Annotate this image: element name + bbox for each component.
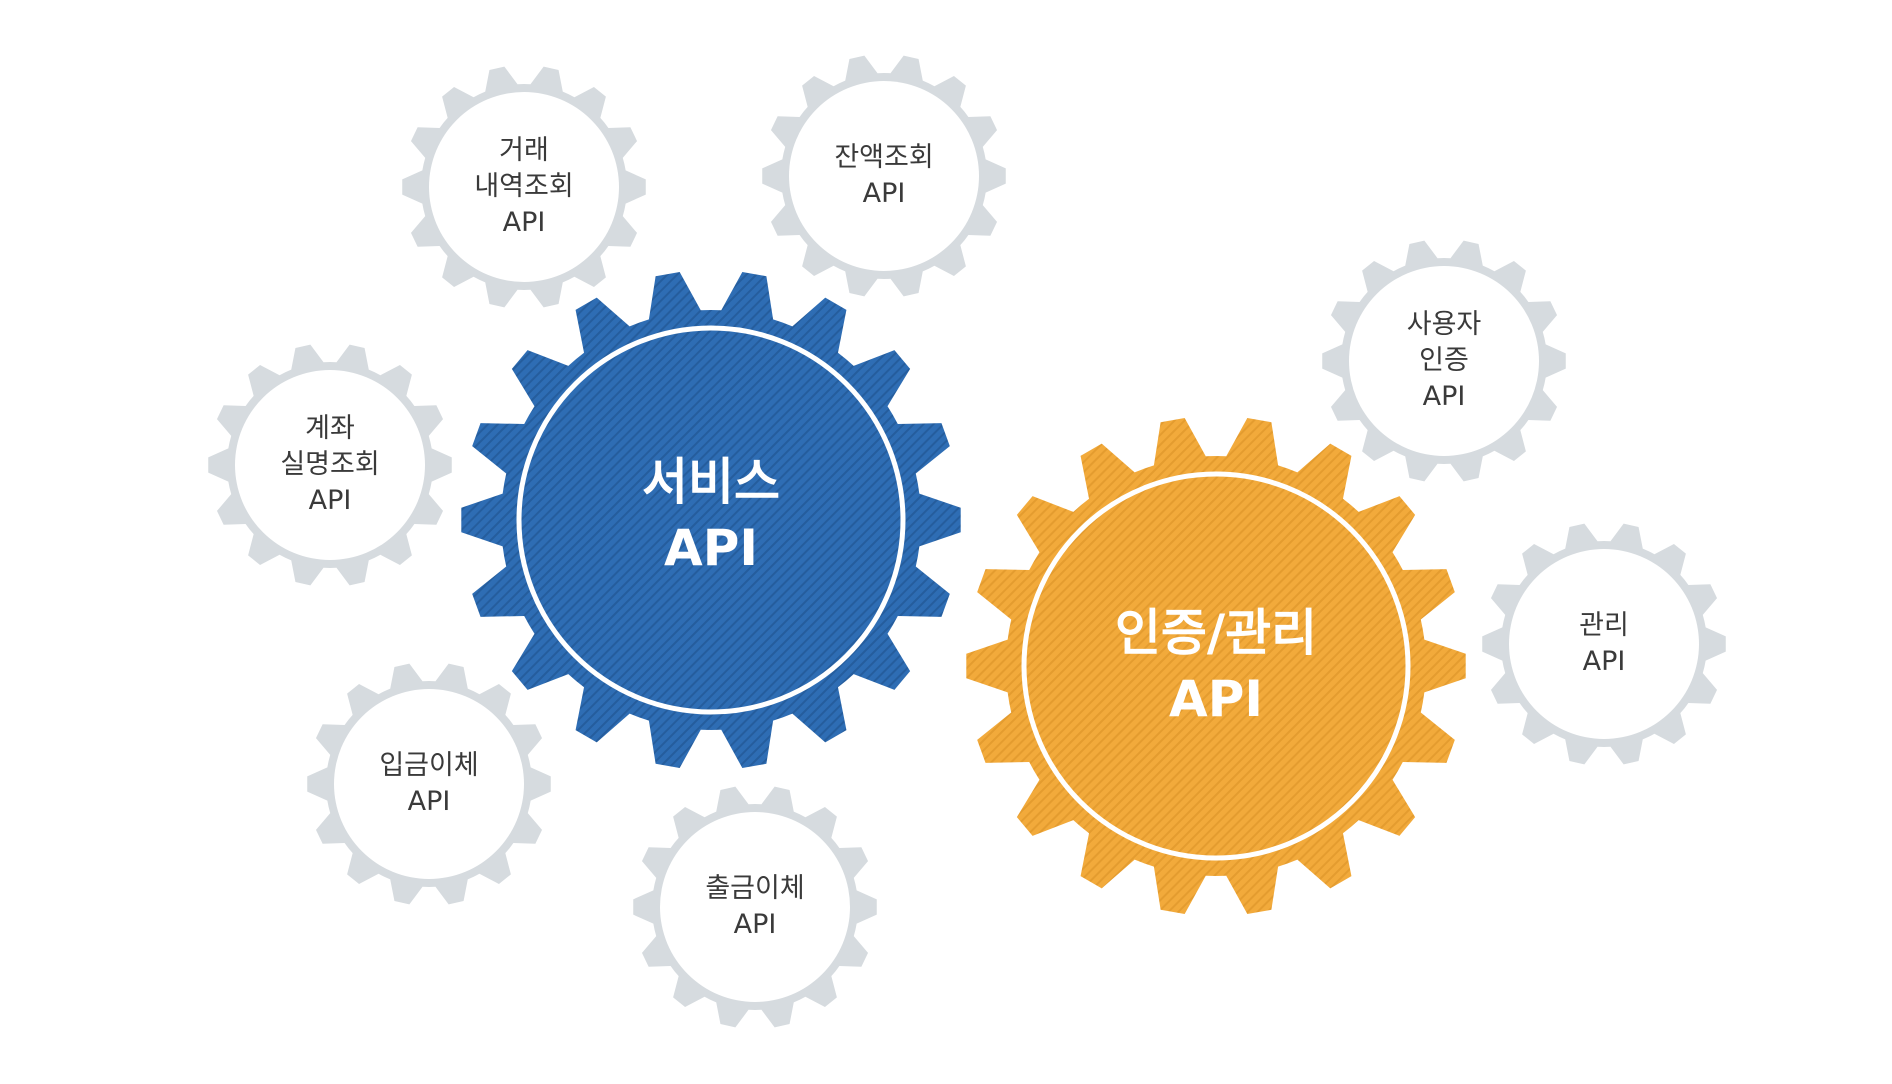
gear-management-shape (1482, 523, 1726, 765)
gear-label-line: 사용자 (1406, 309, 1482, 340)
gear-label-line: API (1169, 670, 1263, 728)
gear-transaction-history-shape (402, 66, 646, 308)
gear-label-line: API (733, 909, 777, 940)
gear-label-line: 인증 (1419, 345, 1469, 376)
gear-label-line: 출금이체 (705, 873, 805, 904)
gear-deposit-transfer-api: 입금이체 API (379, 748, 478, 820)
gear-service-api: 서비스 API (642, 449, 780, 581)
gear-label-line: 입금이체 (379, 750, 479, 781)
gear-account-name-inquiry-api: 계좌 실명조회 API (280, 411, 379, 519)
gear-label-line: API (664, 519, 758, 577)
gear-user-auth-api: 사용자 인증 API (1407, 307, 1482, 415)
gear-label-line: API (862, 178, 906, 209)
gear-label-line: 거래 (499, 135, 549, 166)
gear-auth-management-api-shape-teeth (966, 417, 1466, 915)
gear-transaction-history-api: 거래 내역조회 API (474, 133, 573, 241)
gear-service-api-shape-ring (516, 325, 906, 715)
gear-service-api-shape-teeth (461, 271, 961, 769)
gear-withdrawal-transfer-shape-face (660, 812, 850, 1002)
gear-balance-inquiry-shape (762, 55, 1006, 297)
gear-account-name-inquiry-shape (208, 344, 452, 586)
gear-label-line: 인증/관리 (1114, 604, 1318, 662)
gear-label-line: 내역조회 (474, 171, 574, 202)
gear-label-line: API (308, 485, 352, 516)
gear-balance-inquiry-api: 잔액조회 API (834, 140, 933, 212)
gear-withdrawal-transfer-api: 출금이체 API (705, 871, 804, 943)
gear-management-api: 관리 API (1579, 608, 1629, 680)
gear-withdrawal-transfer-shape (633, 786, 877, 1028)
gear-deposit-transfer-shape-face (334, 689, 524, 879)
gear-user-auth-shape (1322, 240, 1566, 482)
gear-account-name-inquiry-shape-face (235, 370, 425, 560)
gear-label-line: API (407, 786, 451, 817)
gear-label-line: 잔액조회 (834, 142, 934, 173)
gear-deposit-transfer-shape (307, 663, 551, 905)
gear-label-line: 서비스 (642, 453, 780, 511)
gear-label-line: 계좌 (305, 413, 355, 444)
gear-label-line: API (1422, 381, 1466, 412)
gear-auth-management-api: 인증/관리 API (1115, 600, 1317, 732)
gear-user-auth-shape-face (1349, 266, 1539, 456)
gear-auth-management-api-shape (966, 417, 1466, 915)
gear-management-shape-face (1509, 549, 1699, 739)
gear-service-api-shape (461, 271, 961, 769)
gear-balance-inquiry-shape-face (789, 81, 979, 271)
gear-auth-management-api-shape-ring (1021, 471, 1411, 861)
gear-label-line: API (1582, 646, 1626, 677)
gear-label-line: API (502, 207, 546, 238)
gear-label-line: 실명조회 (280, 449, 380, 480)
gear-transaction-history-shape-face (429, 92, 619, 282)
gear-label-line: 관리 (1579, 610, 1629, 641)
